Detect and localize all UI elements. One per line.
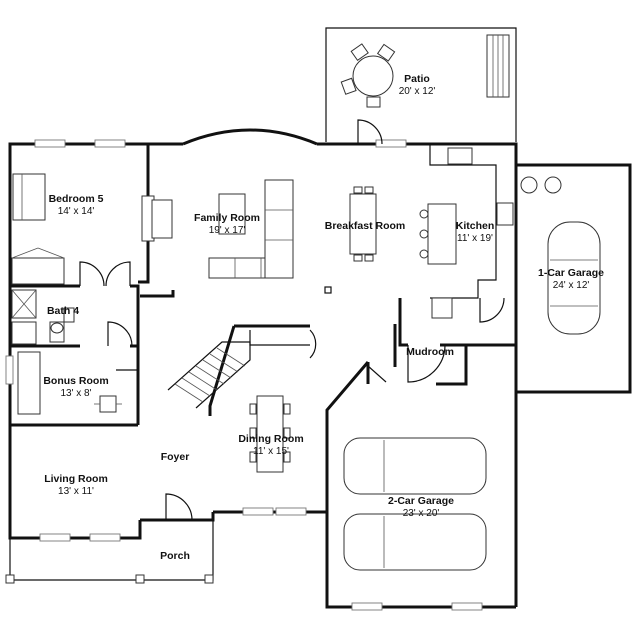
bonus-room-dims: 13' x 8' — [60, 388, 91, 399]
mudroom-name: Mudroom — [406, 346, 454, 358]
patio-table — [340, 43, 396, 108]
bath4-name: Bath 4 — [47, 305, 79, 317]
family-room-dims: 19' x 17' — [209, 225, 246, 236]
garage2-dims: 23' x 20' — [403, 508, 440, 519]
patio-area — [325, 27, 517, 142]
living-room-dims: 13' x 11' — [58, 486, 94, 497]
living-room-name: Living Room — [44, 473, 108, 485]
garage2-name: 2-Car Garage — [388, 495, 454, 507]
interior-walls — [10, 144, 632, 609]
garage1-dims: 24' x 12' — [553, 280, 590, 291]
bedroom5-dims: 14' x 14' — [58, 206, 95, 217]
breakfast-room-name: Breakfast Room — [325, 220, 406, 232]
patio-name: Patio — [404, 73, 430, 85]
kitchen-name: Kitchen — [456, 220, 495, 232]
garage2-fixtures — [343, 437, 487, 571]
family-room-furniture — [208, 179, 294, 279]
patio-lounger — [486, 34, 510, 98]
bedroom5-name: Bedroom 5 — [49, 193, 104, 205]
garage1-name: 1-Car Garage — [538, 267, 604, 279]
bath4-fixtures — [11, 289, 75, 345]
dining-table — [249, 395, 291, 473]
porch-name: Porch — [160, 550, 190, 562]
foyer-name: Foyer — [161, 451, 190, 463]
dining-room-name: Dining Room — [238, 433, 303, 445]
windows — [5, 139, 483, 611]
bonus-room-name: Bonus Room — [43, 375, 108, 387]
doors — [79, 119, 505, 521]
kitchen-dims: 11' x 19' — [457, 233, 493, 244]
column-marker — [324, 286, 332, 294]
patio-dims: 20' x 12' — [399, 86, 436, 97]
staircase — [167, 329, 317, 409]
garage1-fixtures — [520, 176, 601, 335]
family-room-name: Family Room — [194, 212, 260, 224]
bedroom5-furniture — [11, 173, 173, 285]
room-labels: Patio 20' x 12' Bedroom 5 14' x 14' Fami… — [43, 73, 604, 562]
dining-room-dims: 11' x 15' — [253, 446, 289, 457]
kitchen-fixtures — [419, 144, 514, 319]
breakfast-table — [349, 186, 377, 262]
porch-area — [5, 520, 214, 584]
bonus-room-furniture — [17, 351, 122, 415]
